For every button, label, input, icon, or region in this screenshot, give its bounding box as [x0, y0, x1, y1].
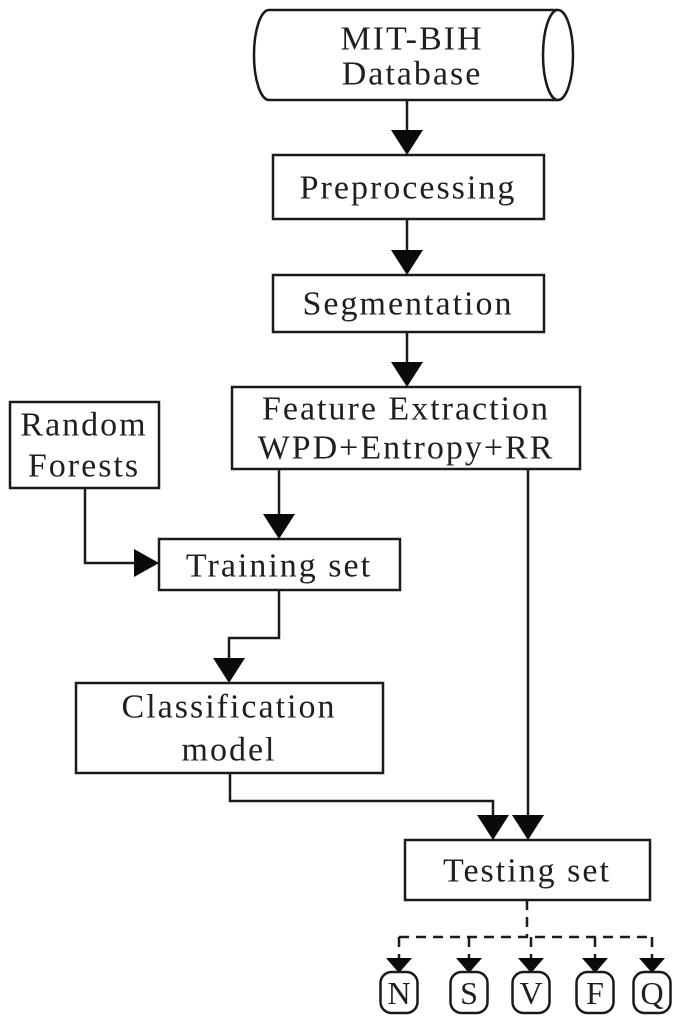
- feature-extraction-box: [230, 385, 582, 471]
- connector-line: [83, 488, 136, 565]
- class-terminal-shape: [511, 970, 551, 1015]
- class-terminal-label: F: [586, 975, 604, 1011]
- segmentation-node: Segmentation: [271, 273, 546, 334]
- arrowhead-down-icon: [391, 250, 423, 275]
- class-terminal-label: V: [519, 975, 542, 1011]
- arrowhead-down-icon: [477, 815, 509, 840]
- arrowhead-down-icon: [456, 958, 482, 973]
- database-cylinder-cap: [541, 8, 575, 102]
- class-terminal-n: N: [379, 970, 419, 1015]
- random-forests-node: Random Forests: [8, 400, 161, 490]
- arrowhead-down-icon: [386, 958, 412, 973]
- class-terminal-s: S: [449, 970, 489, 1015]
- class-terminal-shape: [575, 970, 615, 1015]
- classification-model-box: [74, 681, 385, 775]
- training-set-box: [157, 537, 402, 592]
- database-label-line2: Database: [342, 56, 483, 93]
- classification-model-label-line1: Classification: [122, 689, 337, 726]
- database-label-line1: MIT-BIH: [340, 21, 483, 58]
- arrowhead-down-icon: [639, 958, 665, 973]
- connector-training-set-to-classification-model: [213, 590, 281, 683]
- class-terminal-label: N: [387, 975, 410, 1011]
- connector-classification-model-to-testing-set: [228, 773, 509, 840]
- arrowhead-right-icon: [134, 549, 159, 577]
- random-forests-label-line2: Forests: [28, 448, 140, 485]
- connector-line: [227, 590, 281, 661]
- classification-model-label-line2: model: [182, 732, 277, 769]
- connector-feature-extraction-to-training-set: [263, 469, 295, 539]
- segmentation-box: [271, 273, 546, 334]
- connector-line: [228, 773, 495, 818]
- testing-set-box: [403, 838, 652, 902]
- arrowhead-down-icon: [213, 658, 245, 683]
- arrowhead-down-icon: [391, 130, 423, 155]
- class-terminal-label: S: [460, 975, 478, 1011]
- connector-segmentation-to-feature-extraction: [391, 332, 423, 387]
- preprocessing-label: Preprocessing: [300, 170, 517, 207]
- connector-database-to-preprocessing: [391, 100, 423, 155]
- arrowhead-down-icon: [512, 815, 544, 840]
- testing-set-label: Testing set: [443, 853, 611, 890]
- classification-model-node: Classification model: [74, 681, 385, 775]
- feature-extraction-label-line2: WPD+Entropy+RR: [258, 430, 555, 467]
- preprocessing-box: [271, 153, 546, 221]
- arrowhead-down-icon: [518, 958, 544, 973]
- training-set-node: Training set: [157, 537, 402, 592]
- arrowhead-down-icon: [391, 362, 423, 387]
- database-cylinder-body: [252, 8, 558, 102]
- feature-extraction-node: Feature Extraction WPD+Entropy+RR: [230, 385, 582, 471]
- connector-testing-set-to-classes: [386, 900, 665, 973]
- training-set-label: Training set: [186, 548, 372, 585]
- arrowhead-down-icon: [263, 514, 295, 539]
- class-terminal-shape: [632, 970, 672, 1015]
- database-node: MIT-BIH Database: [252, 8, 575, 102]
- class-terminal-shape: [449, 970, 489, 1015]
- class-terminal-label: Q: [640, 975, 663, 1011]
- feature-extraction-label-line1: Feature Extraction: [262, 391, 550, 428]
- segmentation-label: Segmentation: [303, 286, 514, 323]
- testing-set-node: Testing set: [403, 838, 652, 902]
- connector-preprocessing-to-segmentation: [391, 219, 423, 275]
- random-forests-label-line1: Random: [20, 407, 147, 444]
- class-terminal-f: F: [575, 970, 615, 1015]
- class-terminal-q: Q: [632, 970, 672, 1015]
- class-terminal-shape: [379, 970, 419, 1015]
- connector-feature-extraction-to-testing-set: [512, 469, 544, 840]
- class-terminal-v: V: [511, 970, 551, 1015]
- connector-random-forests-to-training-set: [83, 488, 159, 577]
- arrowhead-down-icon: [582, 958, 608, 973]
- preprocessing-node: Preprocessing: [271, 153, 546, 221]
- random-forests-box: [8, 400, 161, 490]
